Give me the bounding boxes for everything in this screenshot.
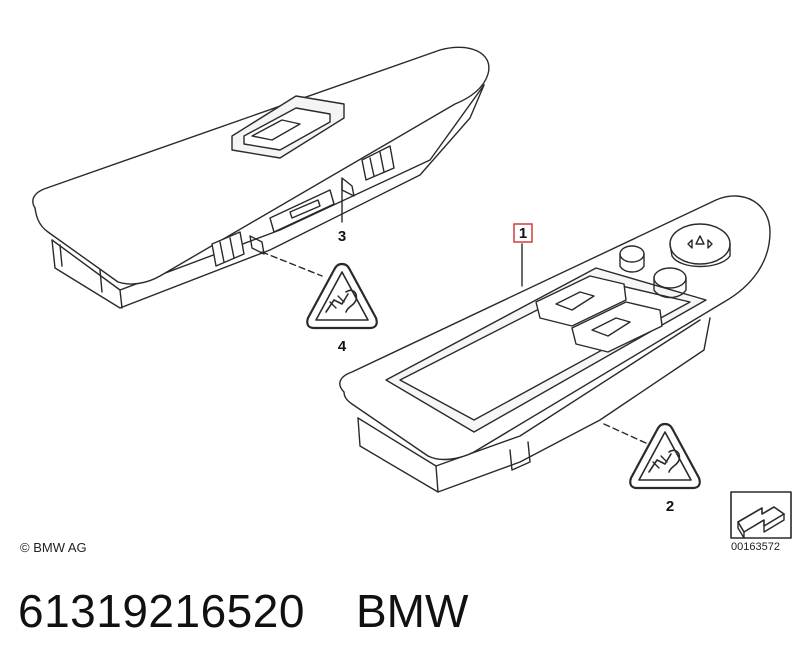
housing-top-plate [32, 46, 490, 285]
medium-round-button [653, 267, 687, 289]
callout-2: 2 [666, 498, 674, 515]
callout-4: 4 [338, 338, 347, 355]
brand-name: BMW [356, 585, 469, 637]
copyright-notice: © BMW AG [20, 540, 87, 555]
callout-3: 3 [338, 228, 346, 245]
rocker-switch-front [535, 275, 627, 327]
part-number: 61319216520 [18, 585, 305, 637]
callout-1: 1 [519, 225, 527, 242]
callout-1-highlight-box [513, 223, 533, 243]
esd-warning-symbol-part-2 [629, 422, 701, 490]
small-round-button [619, 245, 645, 263]
parts-diagram: 1 2 3 4 [32, 46, 792, 539]
esd-warning-symbol-part-4 [306, 262, 378, 330]
next-page-arrow-icon[interactable] [730, 491, 792, 539]
window-switch-housing-part-3 [32, 46, 490, 309]
rocker-switch-rear [571, 301, 663, 353]
catalog-number: 00163572 [731, 541, 780, 553]
window-switch-block-part-1 [339, 195, 771, 493]
